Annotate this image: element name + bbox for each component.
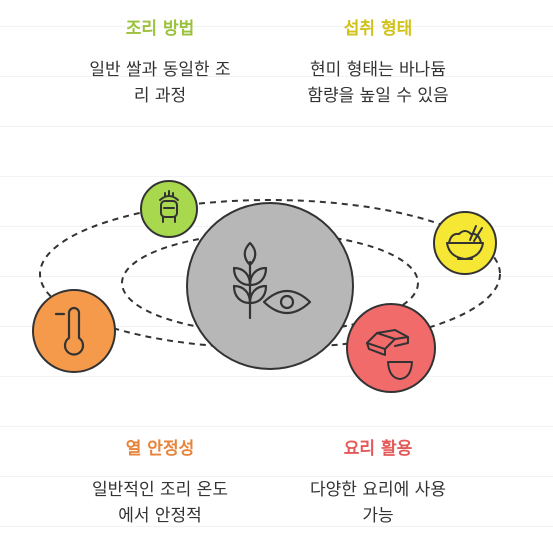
thermometer-node — [32, 289, 116, 373]
cooking-method-desc-line: 일반 쌀과 동일한 조 — [89, 60, 231, 80]
background-rule — [0, 526, 553, 527]
cooking-use-title: 요리 활용 — [343, 439, 413, 459]
heat-stability-title: 열 안정성 — [125, 439, 195, 459]
cooking-use-block: 요리 활용 다양한 요리에 사용 가능 — [278, 434, 478, 529]
background-rule — [0, 76, 553, 77]
intake-form-block: 섭취 형태 현미 형태는 바나듐 함량을 높일 수 있음 — [278, 14, 478, 109]
heat-stability-desc: 일반적인 조리 온도 에서 안정적 — [60, 477, 260, 529]
intake-form-desc-line: 현미 형태는 바나듐 — [310, 60, 446, 80]
cooking-use-desc: 다양한 요리에 사용 가능 — [278, 477, 478, 529]
background-rule — [0, 426, 553, 427]
rice-cooker-node — [140, 180, 198, 238]
center-circle — [186, 202, 354, 370]
cooking-method-title: 조리 방법 — [125, 19, 195, 39]
cooking-method-desc-line: 리 과정 — [133, 86, 187, 106]
heat-stability-desc-line: 일반적인 조리 온도 — [92, 480, 228, 500]
background-rule — [0, 26, 553, 27]
cooking-method-desc: 일반 쌀과 동일한 조 리 과정 — [55, 57, 265, 109]
intake-form-desc-line: 함량을 높일 수 있음 — [307, 86, 449, 106]
heat-stability-block: 열 안정성 일반적인 조리 온도 에서 안정적 — [60, 434, 260, 529]
center-node — [186, 202, 354, 370]
background-rule — [0, 476, 553, 477]
thermometer-icon — [54, 306, 85, 356]
rice-bowl-node — [433, 211, 497, 275]
cooking-method-block: 조리 방법 일반 쌀과 동일한 조 리 과정 — [55, 14, 265, 109]
rice-cooker-icon — [159, 190, 179, 223]
rice-plant-eye-icon — [232, 241, 312, 320]
rice-bowl-chopsticks-icon — [446, 225, 484, 260]
intake-form-title: 섭취 형태 — [343, 19, 413, 39]
background-rule — [0, 376, 553, 377]
background-rule — [0, 176, 553, 177]
heat-stability-desc-line: 에서 안정적 — [118, 506, 202, 526]
intake-form-desc: 현미 형태는 바나듐 함량을 높일 수 있음 — [278, 57, 478, 109]
dishes-circle — [346, 303, 436, 393]
background-rule — [0, 126, 553, 127]
dishes-icon — [366, 329, 413, 380]
cooking-use-desc-line: 다양한 요리에 사용 — [310, 480, 446, 500]
dishes-node — [346, 303, 436, 393]
thermometer-circle — [32, 289, 116, 373]
cooking-use-desc-line: 가능 — [362, 506, 394, 526]
